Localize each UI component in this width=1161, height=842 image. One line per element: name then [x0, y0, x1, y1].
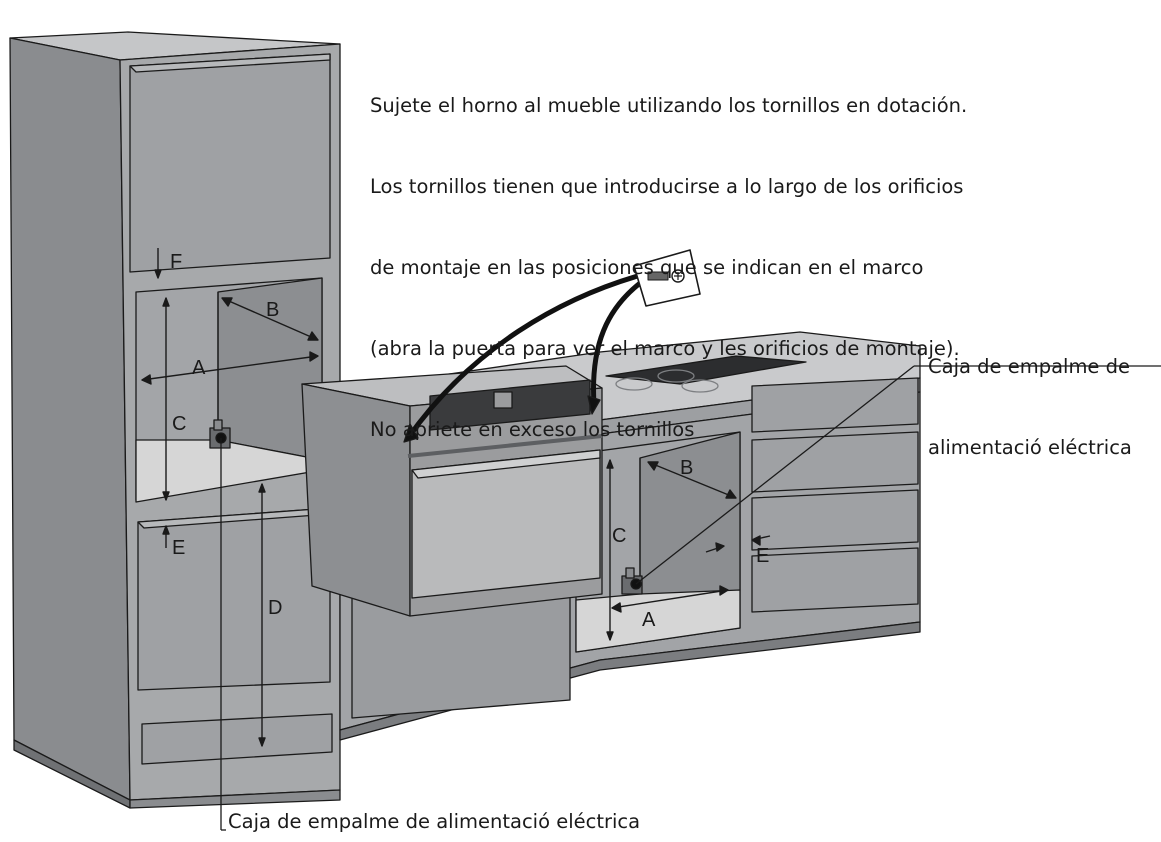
instructions-text: Sujete el horno al mueble utilizando los… — [370, 38, 967, 470]
base-cabinet — [339, 331, 921, 741]
tall-cabinet-junction-box — [209, 419, 231, 449]
dimension-letters: F B A C E D B C E A — [170, 251, 769, 631]
base-cabinet-niche — [575, 431, 741, 653]
dim-label: D — [268, 597, 282, 619]
screw-icon — [633, 249, 701, 307]
dim-label: C — [172, 413, 186, 435]
instructions-line: Los tornillos tienen que introducirse a … — [370, 175, 964, 198]
instructions-line: de montaje en las posiciones que se indi… — [370, 256, 924, 279]
oven — [301, 365, 603, 617]
junction-box-label-bottom: Caja de empalme de alimentació eléctrica — [228, 810, 641, 833]
dim-label: B — [266, 299, 279, 321]
dim-label: A — [192, 357, 206, 379]
dim-label: C — [612, 525, 626, 547]
dim-label: E — [756, 545, 769, 567]
instructions-line: Sujete el horno al mueble utilizando los… — [370, 94, 968, 117]
leader-lines — [220, 365, 1161, 831]
tall-cabinet-dimensions — [141, 248, 319, 747]
dim-label: A — [642, 609, 656, 631]
dim-label: F — [170, 251, 182, 273]
instructions-line: (abra la puerta para ver el marco y les … — [370, 337, 960, 360]
junction-box-label-line: alimentació eléctrica — [928, 436, 1132, 459]
junction-box-label-right: Caja de empalme de alimentació eléctrica — [928, 299, 1132, 488]
tall-cabinet-niche — [135, 277, 323, 503]
junction-box-label-line: Caja de empalme de — [928, 355, 1131, 378]
tall-cabinet — [9, 31, 341, 809]
base-cabinet-dimensions — [606, 459, 771, 641]
dim-label: E — [172, 537, 185, 559]
dim-label: B — [680, 457, 693, 479]
instructions-line: No apriete en exceso los tornillos — [370, 418, 695, 441]
